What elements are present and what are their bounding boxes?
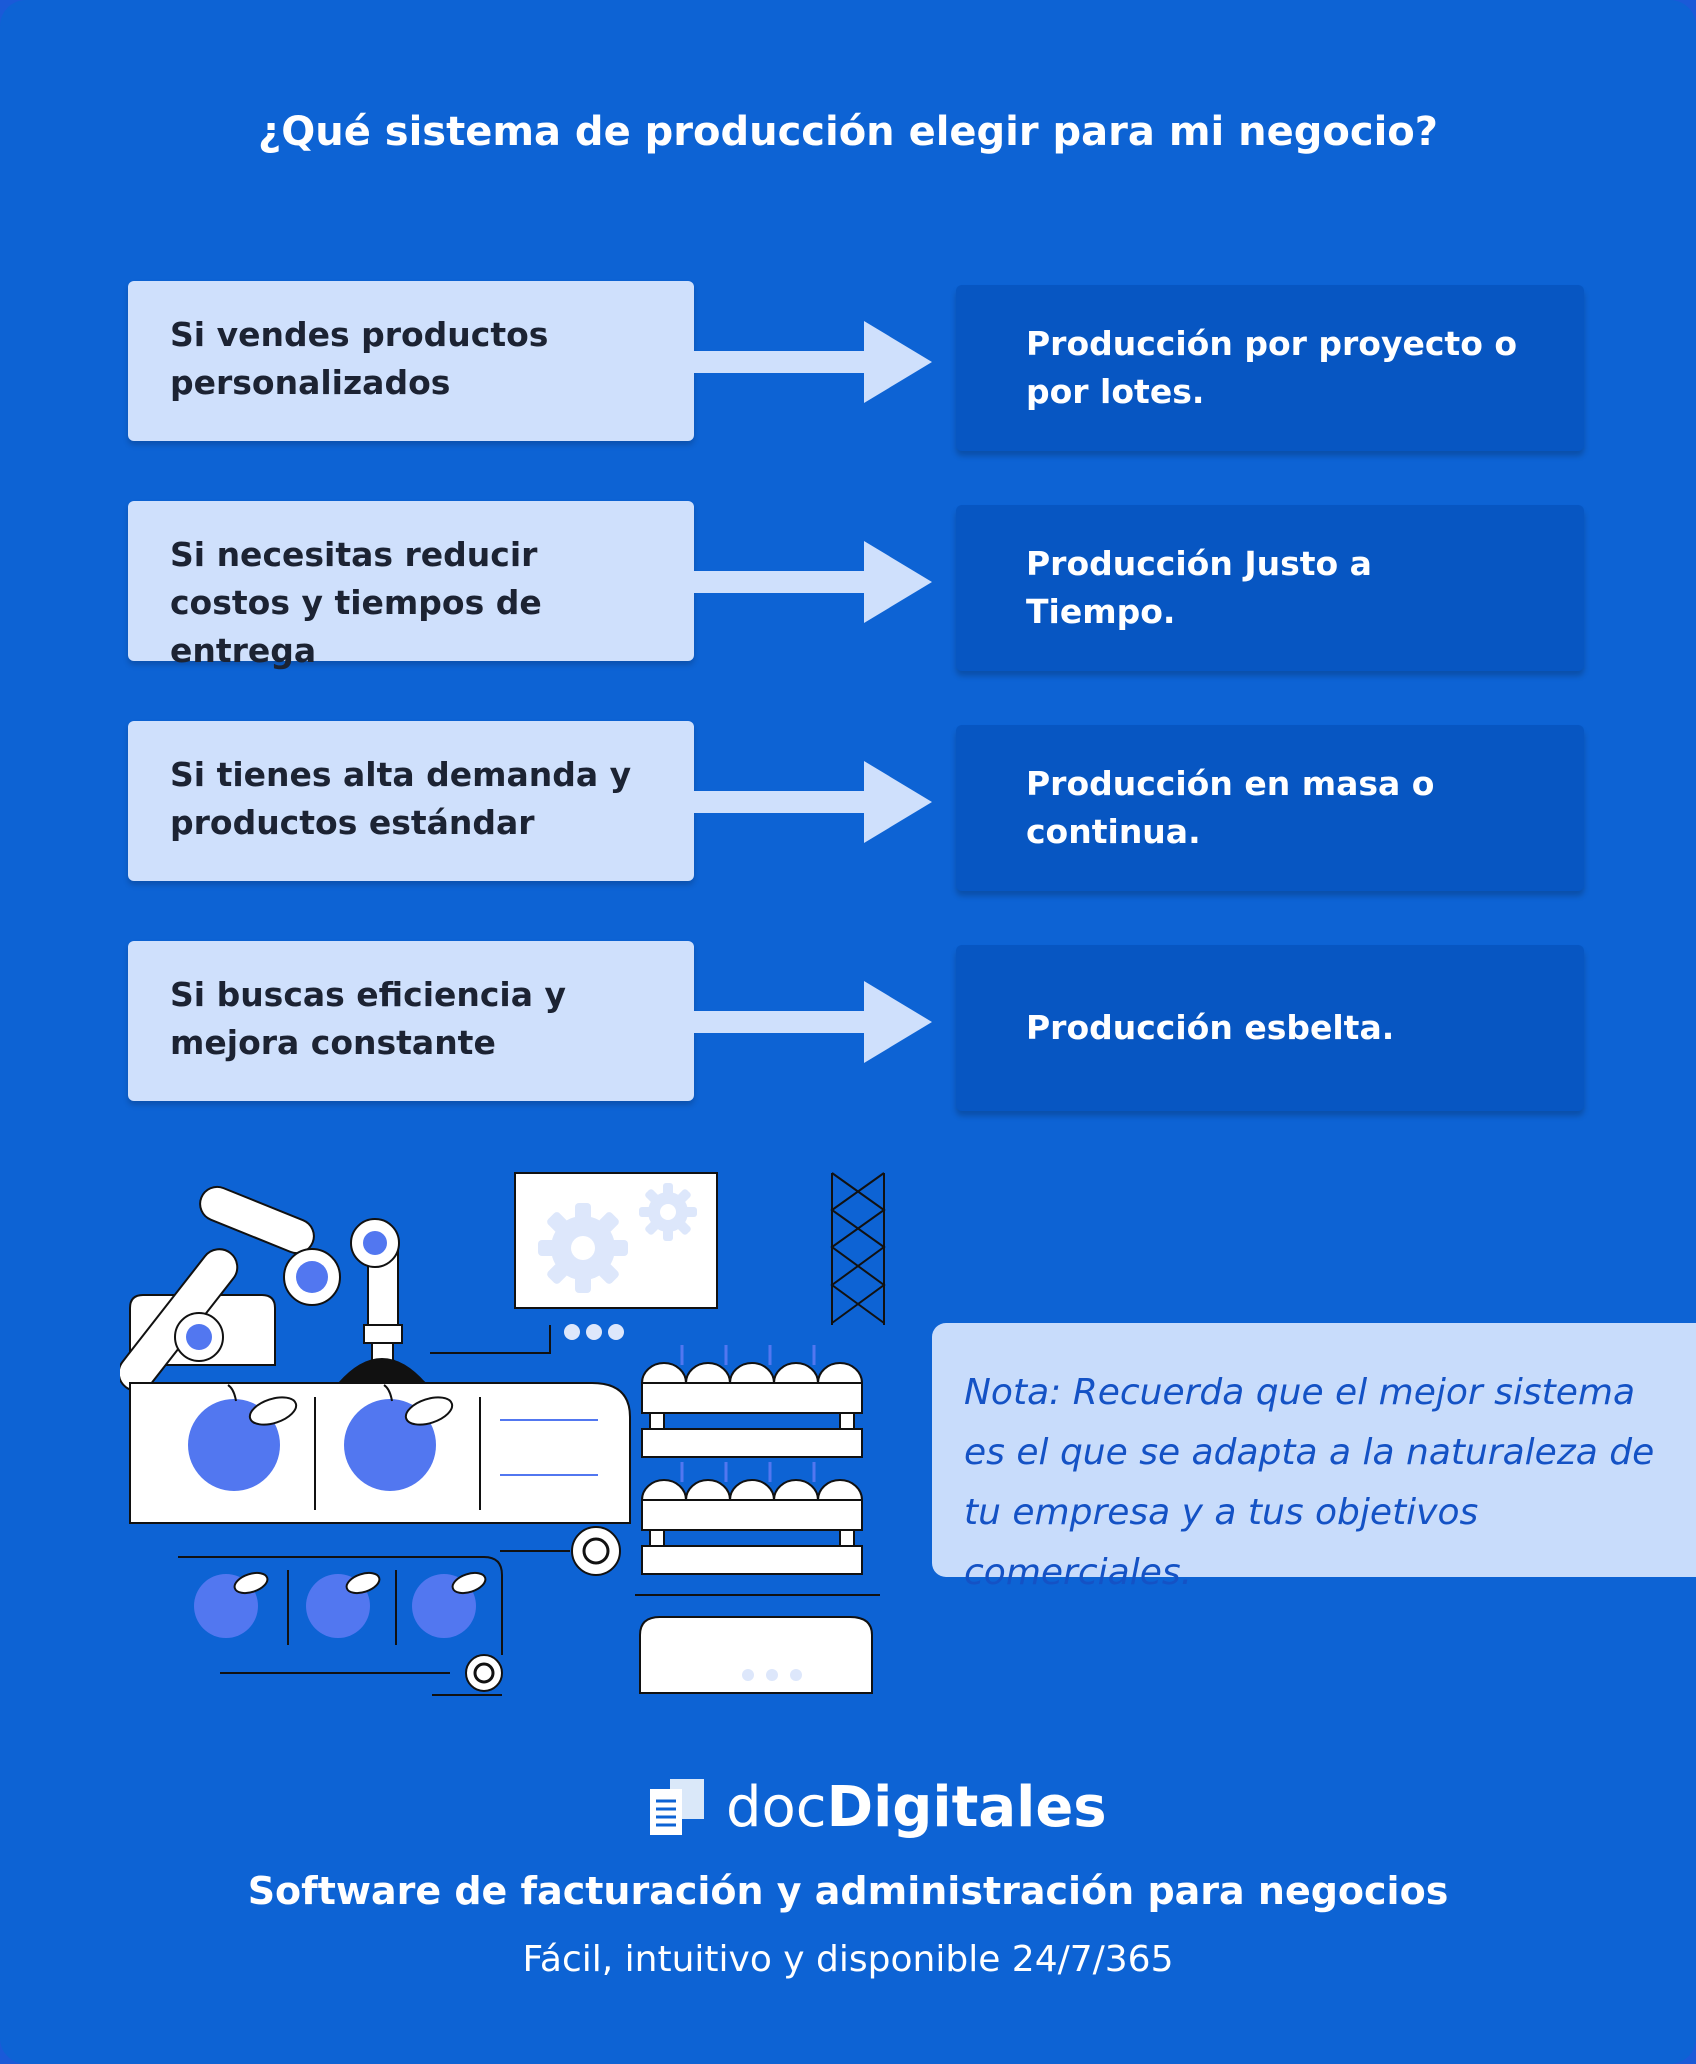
condition-box: Si buscas eficiencia y mejora constante [128,941,694,1101]
arrow-right-icon [640,321,932,403]
result-box: Producción esbelta. [956,945,1584,1111]
gear-icon [538,1183,697,1293]
document-logo-icon [650,1779,704,1835]
arrow-right-icon [640,761,932,843]
fruit-icon [188,1384,454,1491]
decision-row: Si buscas eficiencia y mejora constante … [0,941,1696,1116]
factory-illustration [120,1172,886,1696]
result-box: Producción en masa o continua. [956,725,1584,891]
page-title: ¿Qué sistema de producción elegir para m… [258,109,1438,155]
result-text: Producción esbelta. [1026,1008,1395,1047]
condition-box: Si necesitas reducir costos y tiempos de… [128,501,694,670]
result-text: Producción en masa o continua. [1026,764,1435,851]
decision-row: Si vendes productos personalizados Produ… [0,281,1696,456]
result-text: Producción por proyecto o por lotes. [1026,324,1518,411]
condition-box: Si vendes productos personalizados [128,281,694,441]
tagline: Software de facturación y administración… [247,1869,1449,1913]
brand-name: Digitales [826,1775,1107,1840]
arrow-right-icon [640,541,932,623]
condition-box: Si tienes alta demanda y productos están… [128,721,694,881]
note-box: Nota: Recuerda que el mejor sistema es e… [932,1323,1696,1593]
arrow-right-icon [640,981,932,1063]
brand-wordmark: docDigitales [726,1775,1107,1841]
decision-row: Si tienes alta demanda y productos están… [0,721,1696,896]
result-box: Producción Justo a Tiempo. [956,505,1584,671]
decision-row: Si necesitas reducir costos y tiempos de… [0,501,1696,676]
result-text: Producción Justo a Tiempo. [1026,544,1372,631]
robot-arm-icon [120,1185,429,1392]
sub-tagline: Fácil, intuitivo y disponible 24/7/365 [522,1939,1174,1980]
result-box: Producción por proyecto o por lotes. [956,285,1584,451]
brand-prefix: doc [726,1775,827,1840]
